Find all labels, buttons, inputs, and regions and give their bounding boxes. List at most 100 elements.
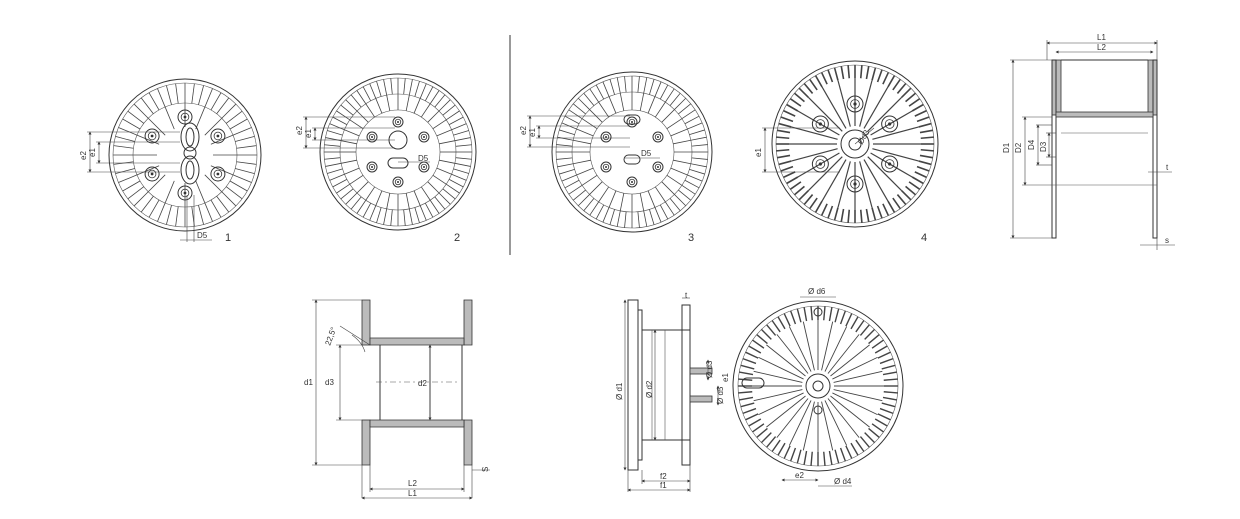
spoke-line <box>691 157 708 160</box>
spoke-line <box>777 316 786 330</box>
spoke-line <box>778 122 792 128</box>
boss-circle <box>853 182 857 186</box>
spoke-line <box>920 136 934 140</box>
spoke-line <box>797 152 840 178</box>
spoke-line <box>752 339 765 349</box>
br-label-t: t <box>685 291 688 300</box>
spoke-line <box>796 308 802 323</box>
side-view-drawing: L1 L2 D1 D2 D4 D3 t s <box>1002 33 1175 250</box>
spoke-line <box>655 101 666 118</box>
side-label-s: s <box>1165 236 1169 245</box>
spoke-line <box>840 208 845 222</box>
spoke-line <box>738 391 753 394</box>
bottom-right-side-view: Ø d1 Ø d2 Ø d3 Ø d5 e1 t f2 f1 <box>615 291 730 492</box>
boss-circle <box>394 178 402 186</box>
spoke-line <box>791 126 838 140</box>
spoke-line <box>624 76 627 93</box>
spoke-line <box>674 194 687 207</box>
br-label-d3: Ø d3 <box>705 360 714 378</box>
spoke-line <box>414 207 420 223</box>
spoke-line <box>448 178 464 188</box>
boss-circle <box>631 121 633 123</box>
spoke-line <box>341 159 357 164</box>
spoke-line <box>868 334 880 345</box>
section-label-angle: 22,5° <box>323 326 338 347</box>
br-label-e2: e2 <box>795 471 804 480</box>
spoke-line <box>789 310 797 325</box>
boss-circle <box>144 166 160 182</box>
spoke-line <box>608 96 617 114</box>
spoke-line <box>659 204 669 220</box>
spoke-line <box>908 98 921 107</box>
spoke-line <box>847 209 851 223</box>
spoke-line <box>647 96 656 114</box>
spoke-line <box>845 445 853 459</box>
spoke-line <box>427 181 440 194</box>
spoke-line <box>345 192 358 205</box>
spoke-line <box>122 180 141 192</box>
spoke-line <box>833 67 839 81</box>
figure-2-label-e1: e1 <box>304 129 313 138</box>
figure-3-spokes <box>556 76 708 228</box>
spoke-line <box>583 92 595 106</box>
spoke-line <box>216 97 230 114</box>
spoke-line <box>350 94 362 108</box>
spoke-line <box>870 152 913 178</box>
spoke-line <box>753 370 803 383</box>
spoke-line <box>678 103 692 115</box>
spoke-line <box>776 148 790 152</box>
section-label-s: S <box>481 467 490 472</box>
spoke-line <box>589 88 599 103</box>
spoke-line <box>738 378 753 381</box>
spoke-line <box>616 210 621 227</box>
boss-circle <box>216 134 220 138</box>
br-label-f1: f1 <box>660 481 667 490</box>
spoke-line <box>429 90 440 104</box>
section-label-d3: d3 <box>325 378 334 387</box>
spoke-line <box>164 180 175 204</box>
spoke-line <box>865 66 870 80</box>
spoke-line <box>573 139 591 145</box>
spoke-line <box>654 81 662 97</box>
spoke-line <box>673 139 691 145</box>
boss-circle <box>397 121 399 123</box>
spoke-line <box>871 339 884 349</box>
figure-1-label-e1: e1 <box>88 148 97 157</box>
spoke-line <box>670 128 688 137</box>
spoke-line <box>840 66 845 80</box>
boss-circle <box>213 169 223 179</box>
boss-circle <box>628 178 636 186</box>
spoke-line <box>390 78 393 95</box>
spoke-line <box>413 98 421 114</box>
spoke-line <box>365 186 375 201</box>
spoke-line <box>830 344 870 377</box>
spoke-line <box>432 119 447 129</box>
spoke-line <box>419 83 427 99</box>
figure-4-bosses <box>811 95 899 193</box>
spoke-line <box>561 174 577 182</box>
spoke-line <box>739 396 754 401</box>
spoke-line <box>448 116 464 126</box>
spoke-line <box>756 334 768 345</box>
figure-2-label-d5: D5 <box>418 154 429 163</box>
spoke-line <box>911 103 924 112</box>
side-label-d1: D1 <box>1002 142 1011 153</box>
spoke-line <box>789 181 802 190</box>
spoke-line <box>365 103 375 118</box>
spoke-line <box>336 110 350 121</box>
spoke-line <box>434 196 446 210</box>
boss-circle <box>850 179 860 189</box>
spoke-line <box>665 88 675 103</box>
spoke-line <box>442 104 456 116</box>
spoke-line <box>216 196 230 213</box>
boss-circle <box>815 159 826 169</box>
boss-circle <box>811 115 829 133</box>
spoke-line <box>914 171 927 179</box>
spoke-line <box>687 174 703 182</box>
side-label-d3: D3 <box>1039 141 1048 152</box>
boss-circle <box>853 102 857 106</box>
spoke-line <box>236 161 257 165</box>
spoke-line <box>908 181 921 190</box>
boss-circle <box>366 131 378 143</box>
spoke-line <box>918 160 932 166</box>
